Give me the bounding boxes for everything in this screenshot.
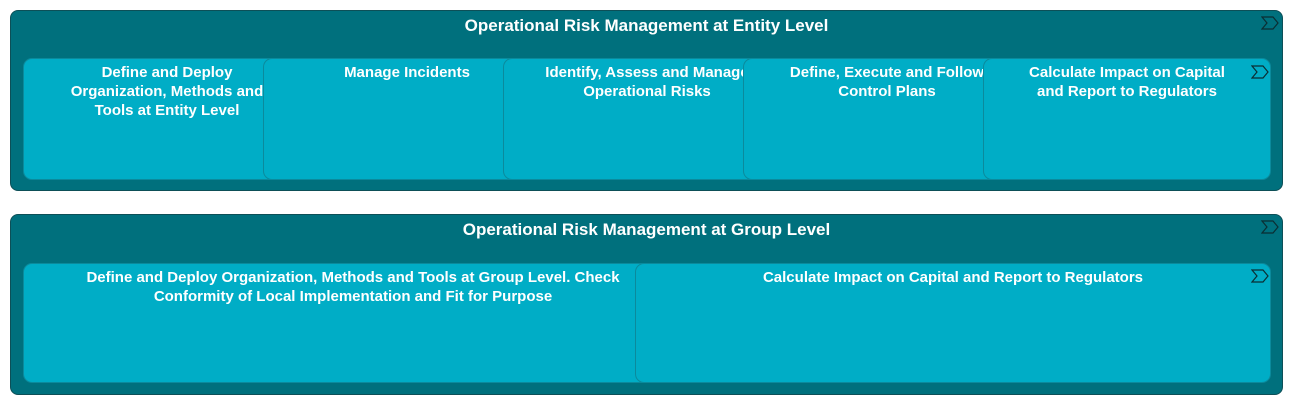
group-entity-level[interactable]: Operational Risk Management at Entity Le…	[10, 10, 1283, 191]
sigma-icon	[1261, 16, 1279, 30]
card-label: Identify, Assess and Manage Operational …	[545, 64, 749, 100]
card-define-deploy-group[interactable]: Define and Deploy Organization, Methods …	[23, 263, 683, 383]
group-title: Operational Risk Management at Entity Le…	[464, 16, 829, 35]
card-calculate-impact-group[interactable]: Calculate Impact on Capital and Report t…	[635, 263, 1271, 383]
sigma-icon	[1251, 269, 1269, 283]
card-label: Define and Deploy Organization, Methods …	[86, 269, 620, 305]
card-label: Manage Incidents	[344, 64, 470, 81]
sigma-icon	[1251, 65, 1269, 79]
group-group-level[interactable]: Operational Risk Management at Group Lev…	[10, 214, 1283, 395]
card-calculate-impact-entity[interactable]: Calculate Impact on Capital and Report t…	[983, 58, 1271, 180]
group-title: Operational Risk Management at Group Lev…	[462, 220, 831, 239]
sigma-icon	[1261, 220, 1279, 234]
card-label: Calculate Impact on Capital and Report t…	[762, 269, 1144, 286]
card-label: Define, Execute and Follow Control Plans	[789, 64, 985, 100]
card-label: Define and Deploy Organization, Methods …	[70, 64, 264, 119]
card-label: Calculate Impact on Capital and Report t…	[1029, 64, 1225, 100]
